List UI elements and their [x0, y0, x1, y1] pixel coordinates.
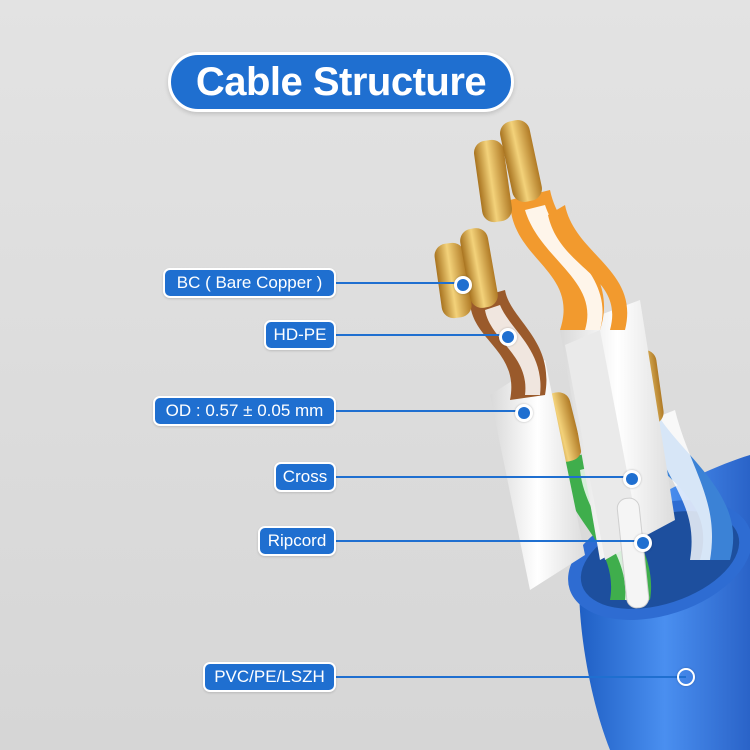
pointer-ripcord [634, 534, 652, 552]
label-ripcord: Ripcord [258, 526, 336, 556]
label-bare-copper: BC ( Bare Copper ) [163, 268, 336, 298]
label-jacket: PVC/PE/LSZH [203, 662, 336, 692]
leader-cross [336, 476, 630, 478]
label-od: OD : 0.57 ± 0.05 mm [153, 396, 336, 426]
leader-hd-pe [336, 334, 506, 336]
label-hd-pe: HD-PE [264, 320, 336, 350]
leader-jacket [336, 676, 686, 678]
page-title: Cable Structure [168, 52, 514, 112]
leader-ripcord [336, 540, 641, 542]
label-cross: Cross [274, 462, 336, 492]
pointer-od [515, 404, 533, 422]
pointer-hd-pe [499, 328, 517, 346]
pointer-cross [623, 470, 641, 488]
cross-separator [490, 300, 675, 590]
orange-pair [473, 120, 628, 330]
pointer-bare-copper [454, 276, 472, 294]
leader-bare-copper [336, 282, 461, 284]
pointer-jacket [677, 668, 695, 686]
brown-pair [434, 228, 547, 400]
leader-od [336, 410, 522, 412]
